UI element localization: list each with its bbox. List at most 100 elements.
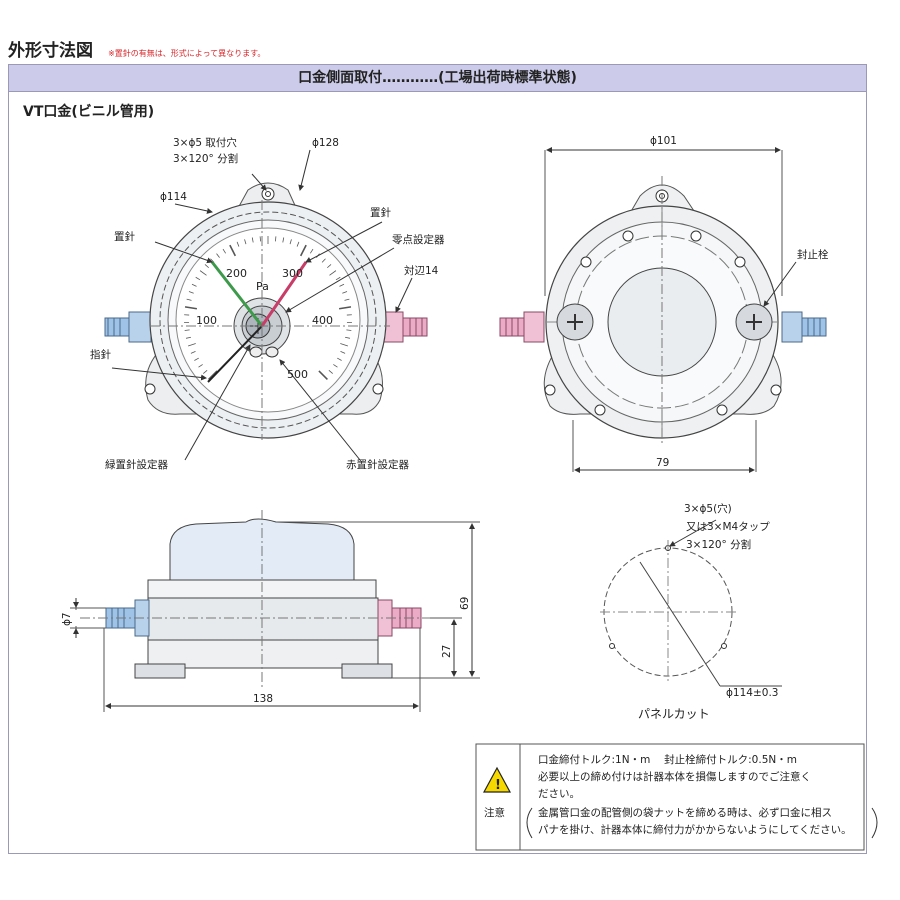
caution-label: 注意: [484, 806, 505, 819]
hole-label-2: 3×120° 分割: [173, 152, 238, 165]
green-set-pointer: [210, 261, 264, 327]
header-bar: 口金側面取付…………(工場出荷時標準状態): [9, 65, 866, 92]
main-pointer: [207, 325, 263, 383]
scale-tick: [296, 241, 300, 247]
caution-line-1: 口金締付トルク:1N・m 封止栓締付トルク:0.5N・m: [538, 753, 797, 766]
panel-hole-1: 3×ϕ5(穴): [684, 502, 732, 515]
scale-tick: [340, 343, 349, 347]
drawing-frame: 口金側面取付…………(工場出荷時標準状態) VT口金(ビニル管用): [8, 64, 867, 854]
side-labels: ϕ7 69 27 138: [61, 597, 471, 705]
panel-hole-3: 3×120° 分割: [686, 538, 751, 551]
hole-label-1: 3×ϕ5 取付穴: [173, 136, 237, 149]
scale-tick: [194, 357, 199, 361]
unit-label: Pa: [256, 280, 269, 293]
caution-line-3: ださい。: [538, 788, 580, 800]
caution-line-4: 金属管口金の配管側の袋ナットを締める時は、必ず口金に相ス: [538, 806, 832, 819]
h27-label: 27: [441, 645, 453, 658]
panel-diameter: ϕ114±0.3: [726, 687, 778, 699]
green-adjuster-label: 緑置針設定器: [105, 458, 168, 471]
scale-tick: [185, 336, 191, 339]
scale-tick: [335, 276, 341, 281]
back-view: [499, 147, 827, 473]
front-labels: 3×ϕ5 取付穴 3×120° 分割 ϕ128 ϕ114 置針 置針 零点設定器…: [90, 136, 445, 471]
scale-tick: [321, 258, 326, 263]
scale-ticks: [184, 236, 352, 380]
scale-tick: [184, 329, 190, 331]
scale-tick: [203, 370, 208, 374]
set-pointer-left-label: 置針: [114, 230, 135, 243]
scale-100: 100: [196, 314, 217, 327]
scale-tick: [299, 244, 307, 257]
front-left-nozzle: [104, 311, 152, 343]
scale-tick: [208, 370, 218, 380]
side-view: [70, 510, 480, 712]
panel-hole-2: 又は3×M4タップ: [686, 521, 770, 533]
caution-box: ! 注意 口金締付トルク:1N・m 封止栓締付トルク:0.5N・m 必要以上の締…: [475, 743, 878, 851]
scale-tick: [342, 291, 348, 294]
zero-adjuster-label: 零点設定器: [392, 233, 445, 246]
red-set-pointer: [260, 261, 308, 327]
w138-label: 138: [253, 693, 273, 705]
scale-tick: [251, 237, 254, 243]
scale-tick: [186, 298, 192, 301]
warning-icon: [482, 766, 512, 793]
scale-tick: [329, 270, 337, 276]
scale-tick: [318, 370, 328, 380]
scale-tick: [195, 276, 201, 281]
scale-tick: [345, 336, 351, 339]
scale-tick: [191, 283, 197, 287]
red-adjuster-label: 赤置針設定器: [346, 458, 409, 471]
d128-label: ϕ128: [312, 137, 339, 149]
scale-tick: [198, 364, 203, 368]
front-view: [104, 149, 428, 461]
panel-cut: [600, 519, 782, 687]
title-row: 外形寸法図 ※置針の有無は、形式によって異なります。: [8, 36, 265, 62]
scale-tick: [216, 253, 220, 258]
scale-tick: [337, 357, 342, 361]
svg-text:!: !: [495, 778, 501, 793]
caution-line-2: 必要以上の締め付けは計器本体を損傷しますのでご注意く: [538, 770, 811, 783]
across-flats-label: 対辺14: [404, 264, 439, 277]
d7-label: ϕ7: [61, 612, 73, 626]
set-pointer-right-label: 置針: [370, 206, 391, 219]
scale-500: 500: [287, 368, 308, 381]
scale-tick: [199, 270, 207, 276]
scale-tick: [282, 237, 285, 243]
caution-line-5: パナを掛け、計器本体に締付力がかからないようにしてください。: [538, 823, 852, 836]
scale-tick: [190, 351, 196, 354]
section-title: VT口金(ビニル管用): [23, 104, 155, 120]
panel-labels: 3×ϕ5(穴) 又は3×M4タップ 3×120° 分割 ϕ114±0.3 パネル…: [638, 502, 778, 721]
scale-tick: [333, 364, 338, 368]
scale-tick: [204, 264, 210, 269]
back-labels: ϕ101 封止栓 79: [650, 135, 829, 469]
scale-tick: [229, 244, 237, 257]
h69-label: 69: [459, 597, 471, 610]
scale-300: 300: [282, 267, 303, 280]
scale-tick: [244, 239, 247, 245]
d114-label: ϕ114: [160, 191, 187, 203]
scale-400: 400: [312, 314, 333, 327]
scale-tick: [338, 306, 352, 310]
scale-tick: [222, 248, 227, 254]
scale-tick: [344, 298, 350, 301]
scale-tick: [188, 291, 194, 294]
front-right-nozzle: [382, 311, 428, 343]
scale-tick: [346, 329, 352, 331]
width79-label: 79: [656, 457, 669, 469]
scale-tick: [326, 264, 332, 269]
scale-tick: [184, 306, 198, 310]
scale-200: 200: [226, 267, 247, 280]
scale-tick: [340, 351, 346, 354]
plug-label: 封止栓: [797, 248, 829, 261]
page-note: ※置針の有無は、形式によって異なります。: [108, 49, 266, 58]
scale-tick: [236, 241, 240, 247]
d128-circle: [159, 211, 377, 429]
page-title: 外形寸法図: [8, 41, 93, 61]
scale-tick: [187, 343, 196, 347]
pointer-label: 指針: [90, 348, 111, 361]
d101-label: ϕ101: [650, 135, 677, 147]
scale-tick: [309, 248, 314, 254]
scale-tick: [339, 283, 345, 287]
panel-caption: パネルカット: [638, 707, 710, 721]
